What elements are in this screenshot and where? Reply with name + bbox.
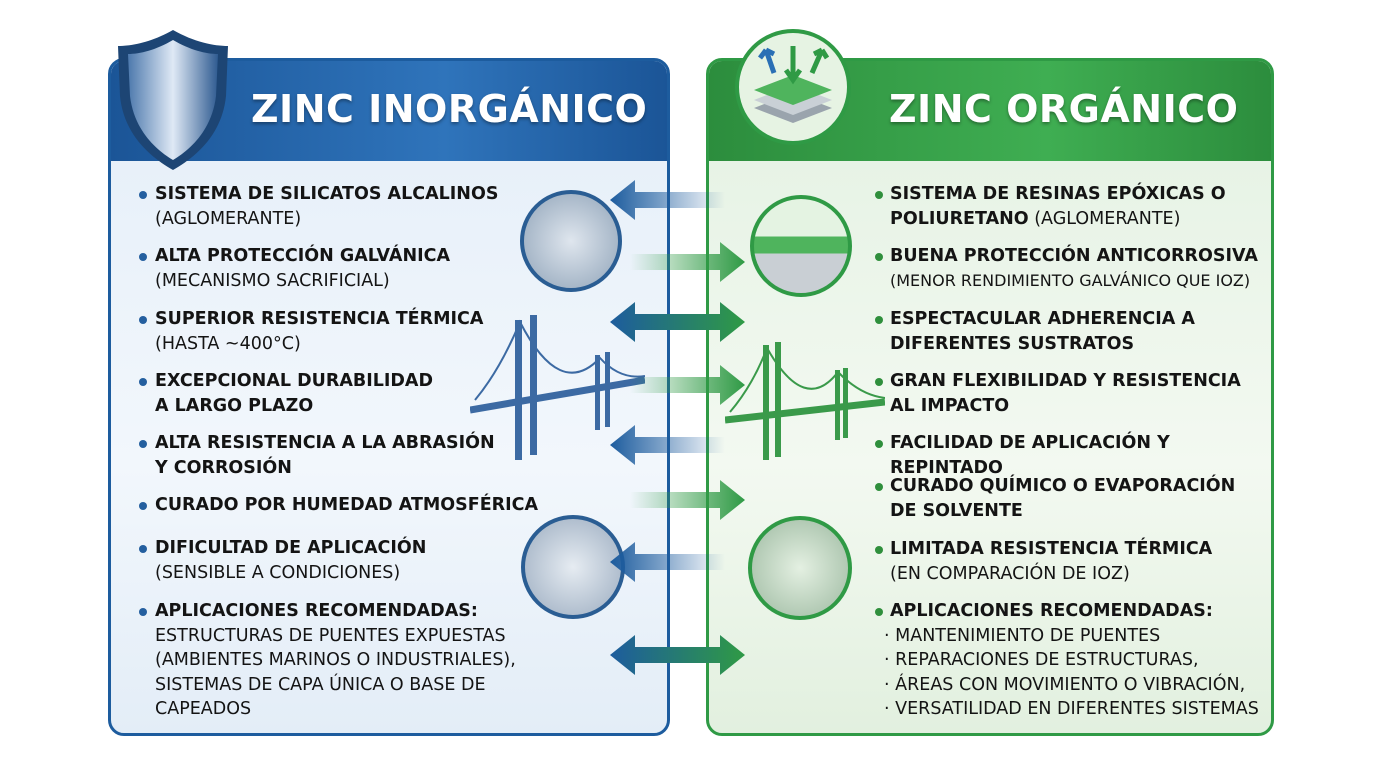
list-item: FACILIDAD DE APLICACIÓN Y REPINTADO bbox=[875, 431, 1280, 480]
list-item: SISTEMA DE SILICATOS ALCALINOS(AGLOMERAN… bbox=[139, 182, 515, 231]
list-item: EXCEPCIONAL DURABILIDAD A LARGO PLAZO bbox=[139, 369, 445, 418]
bridge-icon-blue bbox=[470, 315, 645, 460]
coating-adhesion-icon bbox=[750, 195, 852, 297]
arrow-right bbox=[630, 480, 745, 520]
organic-title: ZINC ORGÁNICO bbox=[889, 87, 1239, 131]
list-item: ESPECTACULAR ADHERENCIA A DIFERENTES SUS… bbox=[875, 307, 1220, 356]
list-item: LIMITADA RESISTENCIA TÉRMICA(EN COMPARAC… bbox=[875, 537, 1250, 586]
sub-bullet: REPARACIONES DE ESTRUCTURAS, bbox=[895, 650, 1199, 670]
organic-zinc-panel: ZINC ORGÁNICO bbox=[706, 58, 1274, 736]
silicate-structure-icon bbox=[520, 190, 622, 292]
porous-structure-icon bbox=[521, 515, 625, 619]
comparison-arrows bbox=[610, 180, 745, 675]
list-item: DIFICULTAD DE APLICACIÓN(SENSIBLE A COND… bbox=[139, 536, 515, 585]
arrow-left bbox=[610, 180, 725, 220]
inorganic-title: ZINC INORGÁNICO bbox=[251, 87, 648, 131]
arrow-right bbox=[630, 365, 745, 405]
arrow-double bbox=[610, 635, 745, 675]
sub-bullet: ÁREAS CON MOVIMIENTO O VIBRACIÓN, bbox=[895, 674, 1246, 695]
arrow-right bbox=[630, 242, 745, 282]
arrow-left bbox=[610, 542, 725, 582]
list-item: SISTEMA DE RESINAS EPÓXICAS O POLIURETAN… bbox=[875, 182, 1230, 231]
list-item: GRAN FLEXIBILIDAD Y RESISTENCIA AL IMPAC… bbox=[875, 369, 1260, 418]
arrow-double bbox=[610, 302, 745, 342]
sub-bullet: VERSATILIDAD EN DIFERENTES SISTEMAS bbox=[895, 699, 1259, 719]
list-item: BUENA PROTECCIÓN ANTICORROSIVA(MENOR REN… bbox=[875, 244, 1270, 293]
coating-layers-icon bbox=[735, 29, 851, 145]
shield-icon bbox=[118, 30, 228, 170]
arrow-left bbox=[610, 425, 725, 465]
list-item: SUPERIOR RESISTENCIA TÉRMICA(HASTA ~400°… bbox=[139, 307, 515, 356]
polymer-structure-icon bbox=[748, 516, 852, 620]
list-item: ALTA PROTECCIÓN GALVÁNICA(MECANISMO SACR… bbox=[139, 244, 515, 293]
list-item: CURADO QUÍMICO O EVAPORACIÓN DE SOLVENTE bbox=[875, 474, 1240, 523]
list-item: CURADO POR HUMEDAD ATMOSFÉRICA bbox=[139, 493, 555, 518]
list-item: APLICACIONES RECOMENDADAS: · MANTENIMIEN… bbox=[875, 599, 1270, 722]
list-item: APLICACIONES RECOMENDADAS:ESTRUCTURAS DE… bbox=[139, 599, 535, 722]
sub-bullet: MANTENIMIENTO DE PUENTES bbox=[895, 625, 1161, 646]
list-item: ALTA RESISTENCIA A LA ABRASIÓN Y CORROSI… bbox=[139, 431, 495, 480]
bridge-icon-green bbox=[725, 342, 885, 460]
